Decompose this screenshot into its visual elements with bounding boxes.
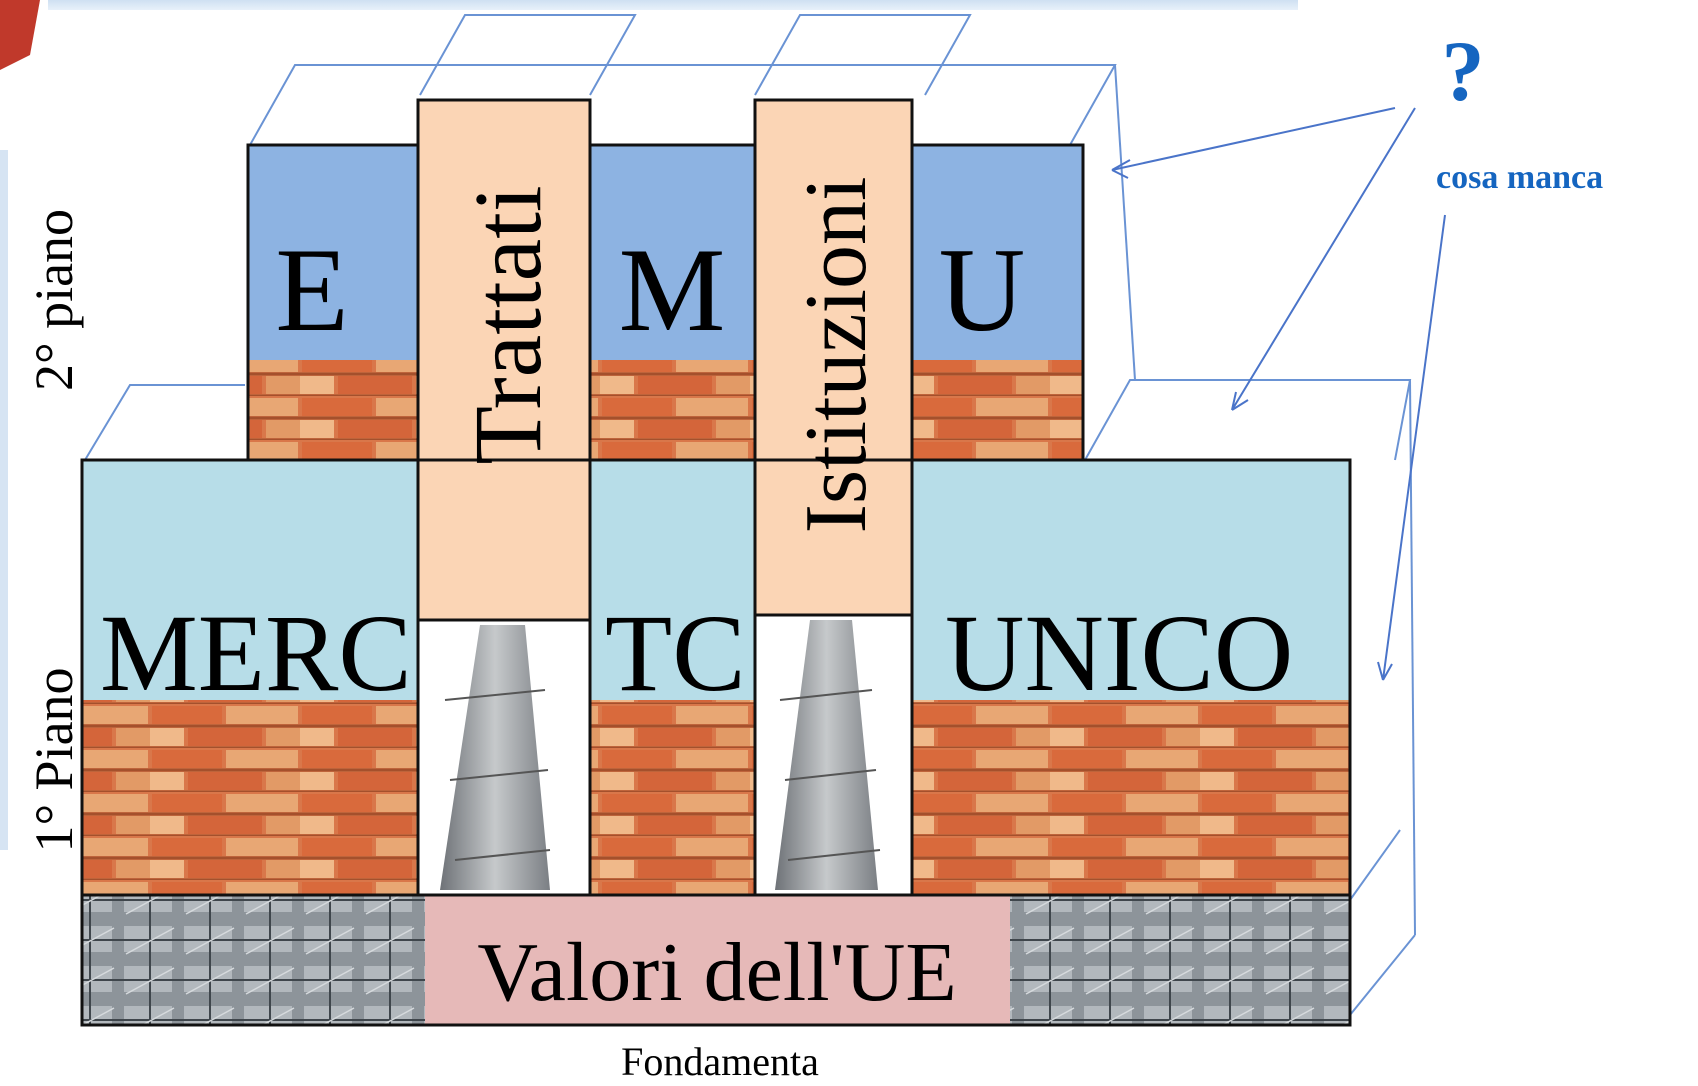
mercato-left-text: MERC bbox=[100, 592, 412, 714]
mercato-right-text: UNICO bbox=[945, 592, 1293, 714]
corner-logo-fragment bbox=[0, 0, 40, 70]
pillar-istituzioni-cover bbox=[753, 458, 914, 617]
mercato-middle-text: TC bbox=[605, 592, 746, 714]
callout-arrows bbox=[1111, 107, 1446, 681]
question-mark: ? bbox=[1442, 23, 1485, 119]
top-header-band bbox=[48, 0, 1298, 10]
foundation-label: Fondamenta bbox=[621, 1039, 819, 1084]
arrow-to-right-side-icon bbox=[1377, 214, 1446, 681]
second-floor-label: 2° piano bbox=[24, 209, 84, 391]
left-side-band bbox=[0, 150, 8, 850]
letter-u: U bbox=[939, 223, 1026, 356]
foundation-block bbox=[80, 893, 1352, 1027]
arrow-to-missing-block-icon bbox=[1231, 107, 1416, 411]
upper-floor-emu bbox=[246, 143, 1085, 462]
lower-floor-mercato bbox=[80, 458, 1352, 897]
letter-e: E bbox=[275, 223, 348, 356]
pillar-trattati-cover bbox=[416, 458, 592, 622]
arrow-to-upper-floor-icon bbox=[1111, 107, 1396, 179]
pillar-trattati-label: Trattati bbox=[454, 185, 561, 464]
first-floor-label: 1° Piano bbox=[24, 667, 84, 852]
letter-m: M bbox=[619, 223, 726, 356]
pillar-istituzioni-label: Istituzioni bbox=[788, 177, 885, 534]
foundation-values-text: Valori dell'UE bbox=[477, 926, 956, 1019]
missing-question-text: cosa manca bbox=[1436, 159, 1603, 196]
